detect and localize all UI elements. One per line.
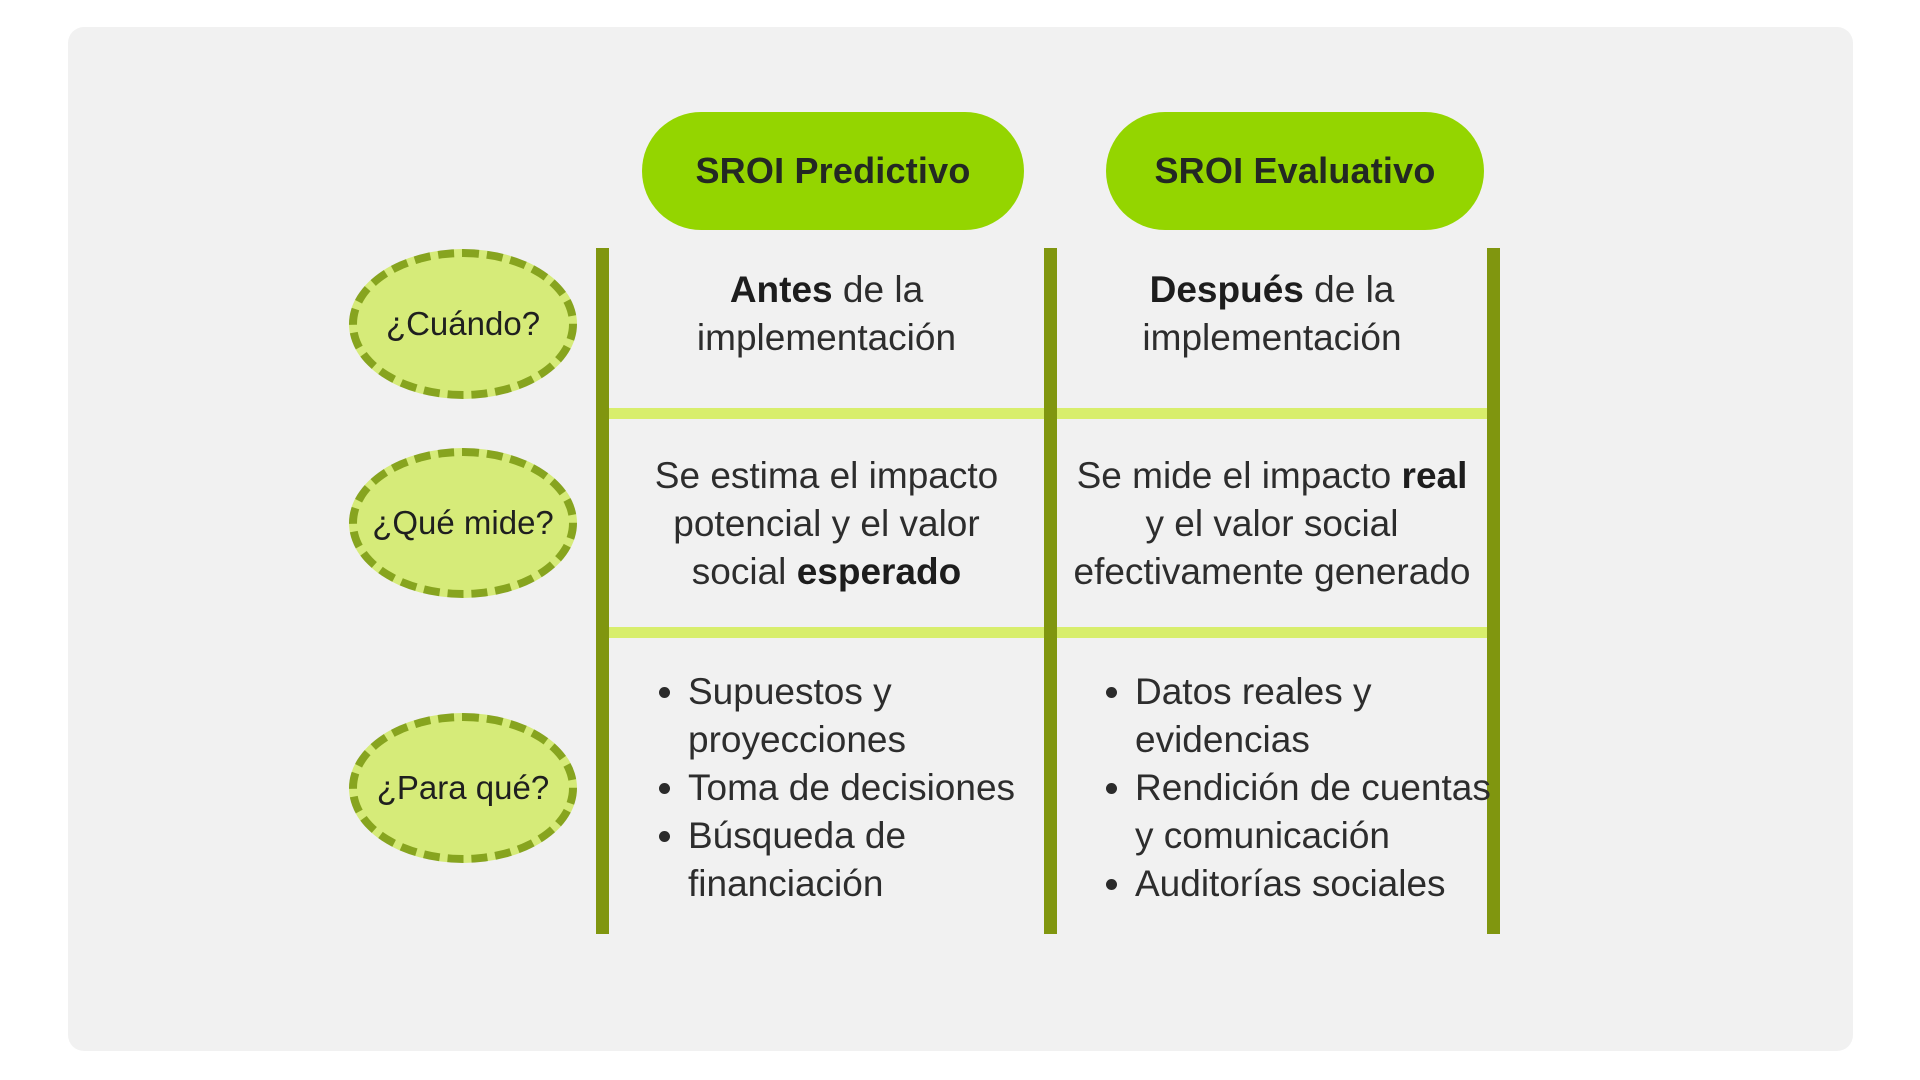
- cell-cuando-evaluativo: Después de la implementación: [1057, 266, 1487, 362]
- text-line: Se estima el impacto: [654, 455, 999, 496]
- text-line: Se mide el impacto real: [1076, 455, 1468, 496]
- bullet-item: Toma de decisiones: [655, 764, 1045, 812]
- bullet-item: Auditorías sociales: [1102, 860, 1500, 908]
- text-line: y el valor social: [1145, 503, 1399, 544]
- row-label-para-que: ¿Para qué?: [349, 713, 577, 863]
- text-line: efectivamente generado: [1073, 551, 1471, 592]
- cell-cuando-predictivo: Antes de la implementación: [609, 266, 1044, 362]
- text-line: implementación: [696, 317, 957, 358]
- row-label-cuando-text: ¿Cuándo?: [385, 305, 541, 342]
- row-label-que-mide-text: ¿Qué mide?: [372, 504, 554, 541]
- text-line: implementación: [1142, 317, 1402, 358]
- column-header-predictivo: SROI Predictivo: [642, 112, 1024, 230]
- text-line: Después de la: [1149, 269, 1395, 310]
- text-line: social esperado: [691, 551, 962, 592]
- cell-que-mide-predictivo: Se estima el impacto potencial y el valor…: [609, 452, 1044, 596]
- row-label-para-que-text: ¿Para qué?: [376, 769, 550, 806]
- column-bar-middle: [1044, 248, 1057, 934]
- cell-que-mide-evaluativo: Se mide el impacto real y el valor social…: [1057, 452, 1487, 596]
- column-header-evaluativo: SROI Evaluativo: [1106, 112, 1484, 230]
- text-line: Antes de la: [729, 269, 924, 310]
- column-header-evaluativo-label: SROI Evaluativo: [1154, 150, 1436, 191]
- row-label-que-mide: ¿Qué mide?: [349, 448, 577, 598]
- text-line: potencial y el valor: [673, 503, 980, 544]
- column-bar-left: [596, 248, 609, 934]
- column-header-predictivo-label: SROI Predictivo: [695, 150, 971, 191]
- column-bar-right: [1487, 248, 1500, 934]
- row-label-cuando: ¿Cuándo?: [349, 249, 577, 399]
